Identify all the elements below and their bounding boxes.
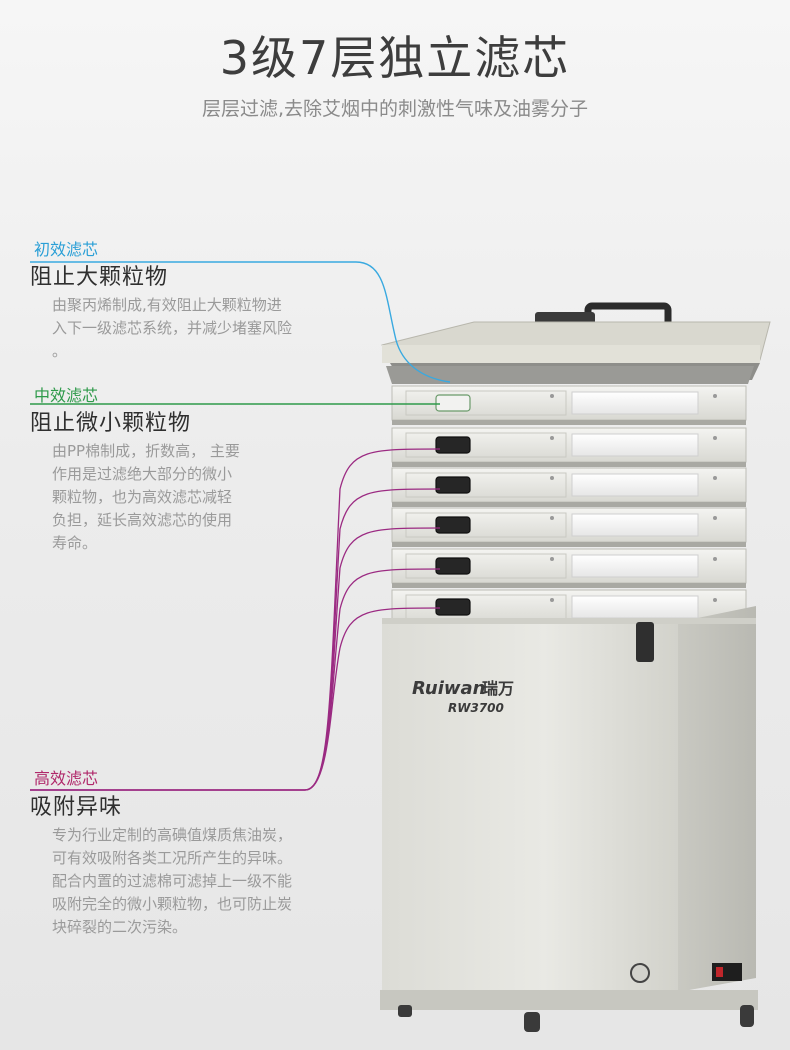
- filter-trays: [391, 385, 747, 629]
- primary-filter-layer: [386, 366, 754, 384]
- section-primary-tag: 初效滤芯: [34, 240, 99, 259]
- section-hepa-heading: 吸附异味: [30, 795, 123, 820]
- machine-body: Ruiwan 瑞万 RW3700: [380, 606, 758, 1010]
- section-hepa-tag: 高效滤芯: [34, 769, 99, 788]
- section-primary-description: 由聚丙烯制成,有效阻止大颗粒物进 入下一级滤芯系统，并减少堵塞风险 。: [52, 296, 293, 360]
- filter-tray: [391, 548, 747, 588]
- callout-curve: [30, 568, 441, 791]
- page-title: 3级7层独立滤芯: [219, 31, 571, 85]
- brand-logo: Ruiwan 瑞万 RW3700: [412, 678, 514, 715]
- section-medium-heading: 阻止微小颗粒物: [30, 411, 192, 436]
- page-subtitle: 层层过滤,去除艾烟中的刺激性气味及油雾分子: [201, 98, 589, 120]
- filter-tray: [391, 467, 747, 507]
- filter-tray: [391, 507, 747, 547]
- tray-handle: [435, 436, 471, 454]
- filter-tray: [391, 385, 747, 425]
- svg-text:瑞万: 瑞万: [482, 679, 514, 698]
- power-knob: [630, 963, 650, 983]
- section-primary-heading: 阻止大颗粒物: [30, 265, 169, 290]
- section-hepa-description: 专为行业定制的高碘值煤质焦油炭， 可有效吸附各类工况所产生的异味。 配合内置的过…: [52, 826, 293, 936]
- caster-wheels: [398, 1005, 754, 1032]
- callout-curve: [30, 527, 441, 791]
- section-medium-description: 由PP棉制成，折数高， 主要 作用是过滤绝大部分的微小 颗粒物，也为高效滤芯减轻…: [52, 442, 240, 552]
- callout-line-primary: [30, 261, 451, 383]
- callout-lines-hepa: [30, 448, 441, 791]
- section-medium-tag: 中效滤芯: [34, 386, 99, 405]
- tray-handle: [435, 516, 471, 534]
- tray-handle: [435, 394, 471, 412]
- side-latch: [636, 622, 654, 662]
- callout-curve: [30, 607, 441, 791]
- tray-handle: [435, 557, 471, 575]
- tray-handle: [435, 598, 471, 616]
- model-text: RW3700: [448, 701, 504, 715]
- filter-tray: [391, 427, 747, 467]
- tray-handle: [435, 476, 471, 494]
- brand-text: Ruiwan: [412, 678, 485, 699]
